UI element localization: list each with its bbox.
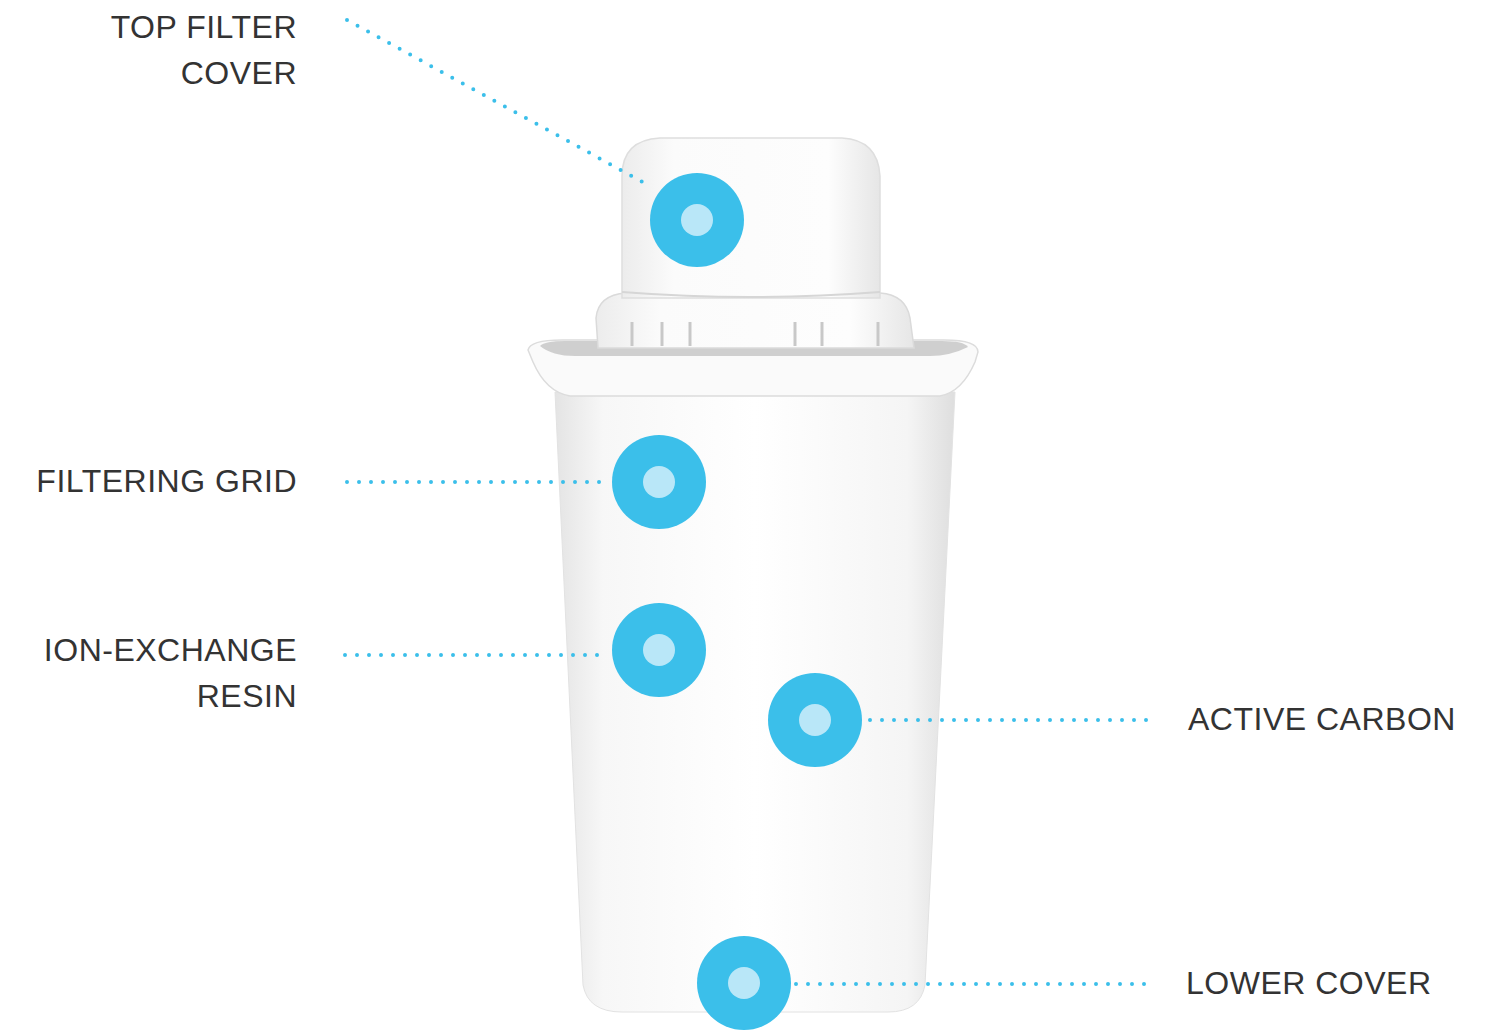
callout-dots [612,173,862,1030]
callout-dot-core [681,204,713,236]
callout-dot [697,936,791,1030]
part-label: TOP FILTER COVER [57,4,297,96]
leader-line [347,20,650,186]
callout-dot-core [728,967,760,999]
callout-dot-core [799,704,831,736]
callout-dot [650,173,744,267]
leader-line [796,982,1156,986]
callout-dot-core [643,466,675,498]
cap-seam [622,292,880,297]
grid-slots [632,322,878,346]
cap-shoulder [596,293,914,348]
part-label: FILTERING GRID [2,458,297,504]
cartridge-body [555,392,955,1012]
leader-line [347,480,606,484]
leader-line [870,718,1156,722]
leader-line [345,653,606,657]
top-cover [622,138,880,298]
callout-dot [768,673,862,767]
part-label: ACTIVE CARBON [1188,696,1493,742]
leader-lines [345,20,1156,984]
part-label: LOWER COVER [1186,960,1491,1006]
callout-dot [612,603,706,697]
callout-dot-core [643,634,675,666]
part-label: ION-EXCHANGE RESIN [35,627,297,719]
callout-dot [612,435,706,529]
